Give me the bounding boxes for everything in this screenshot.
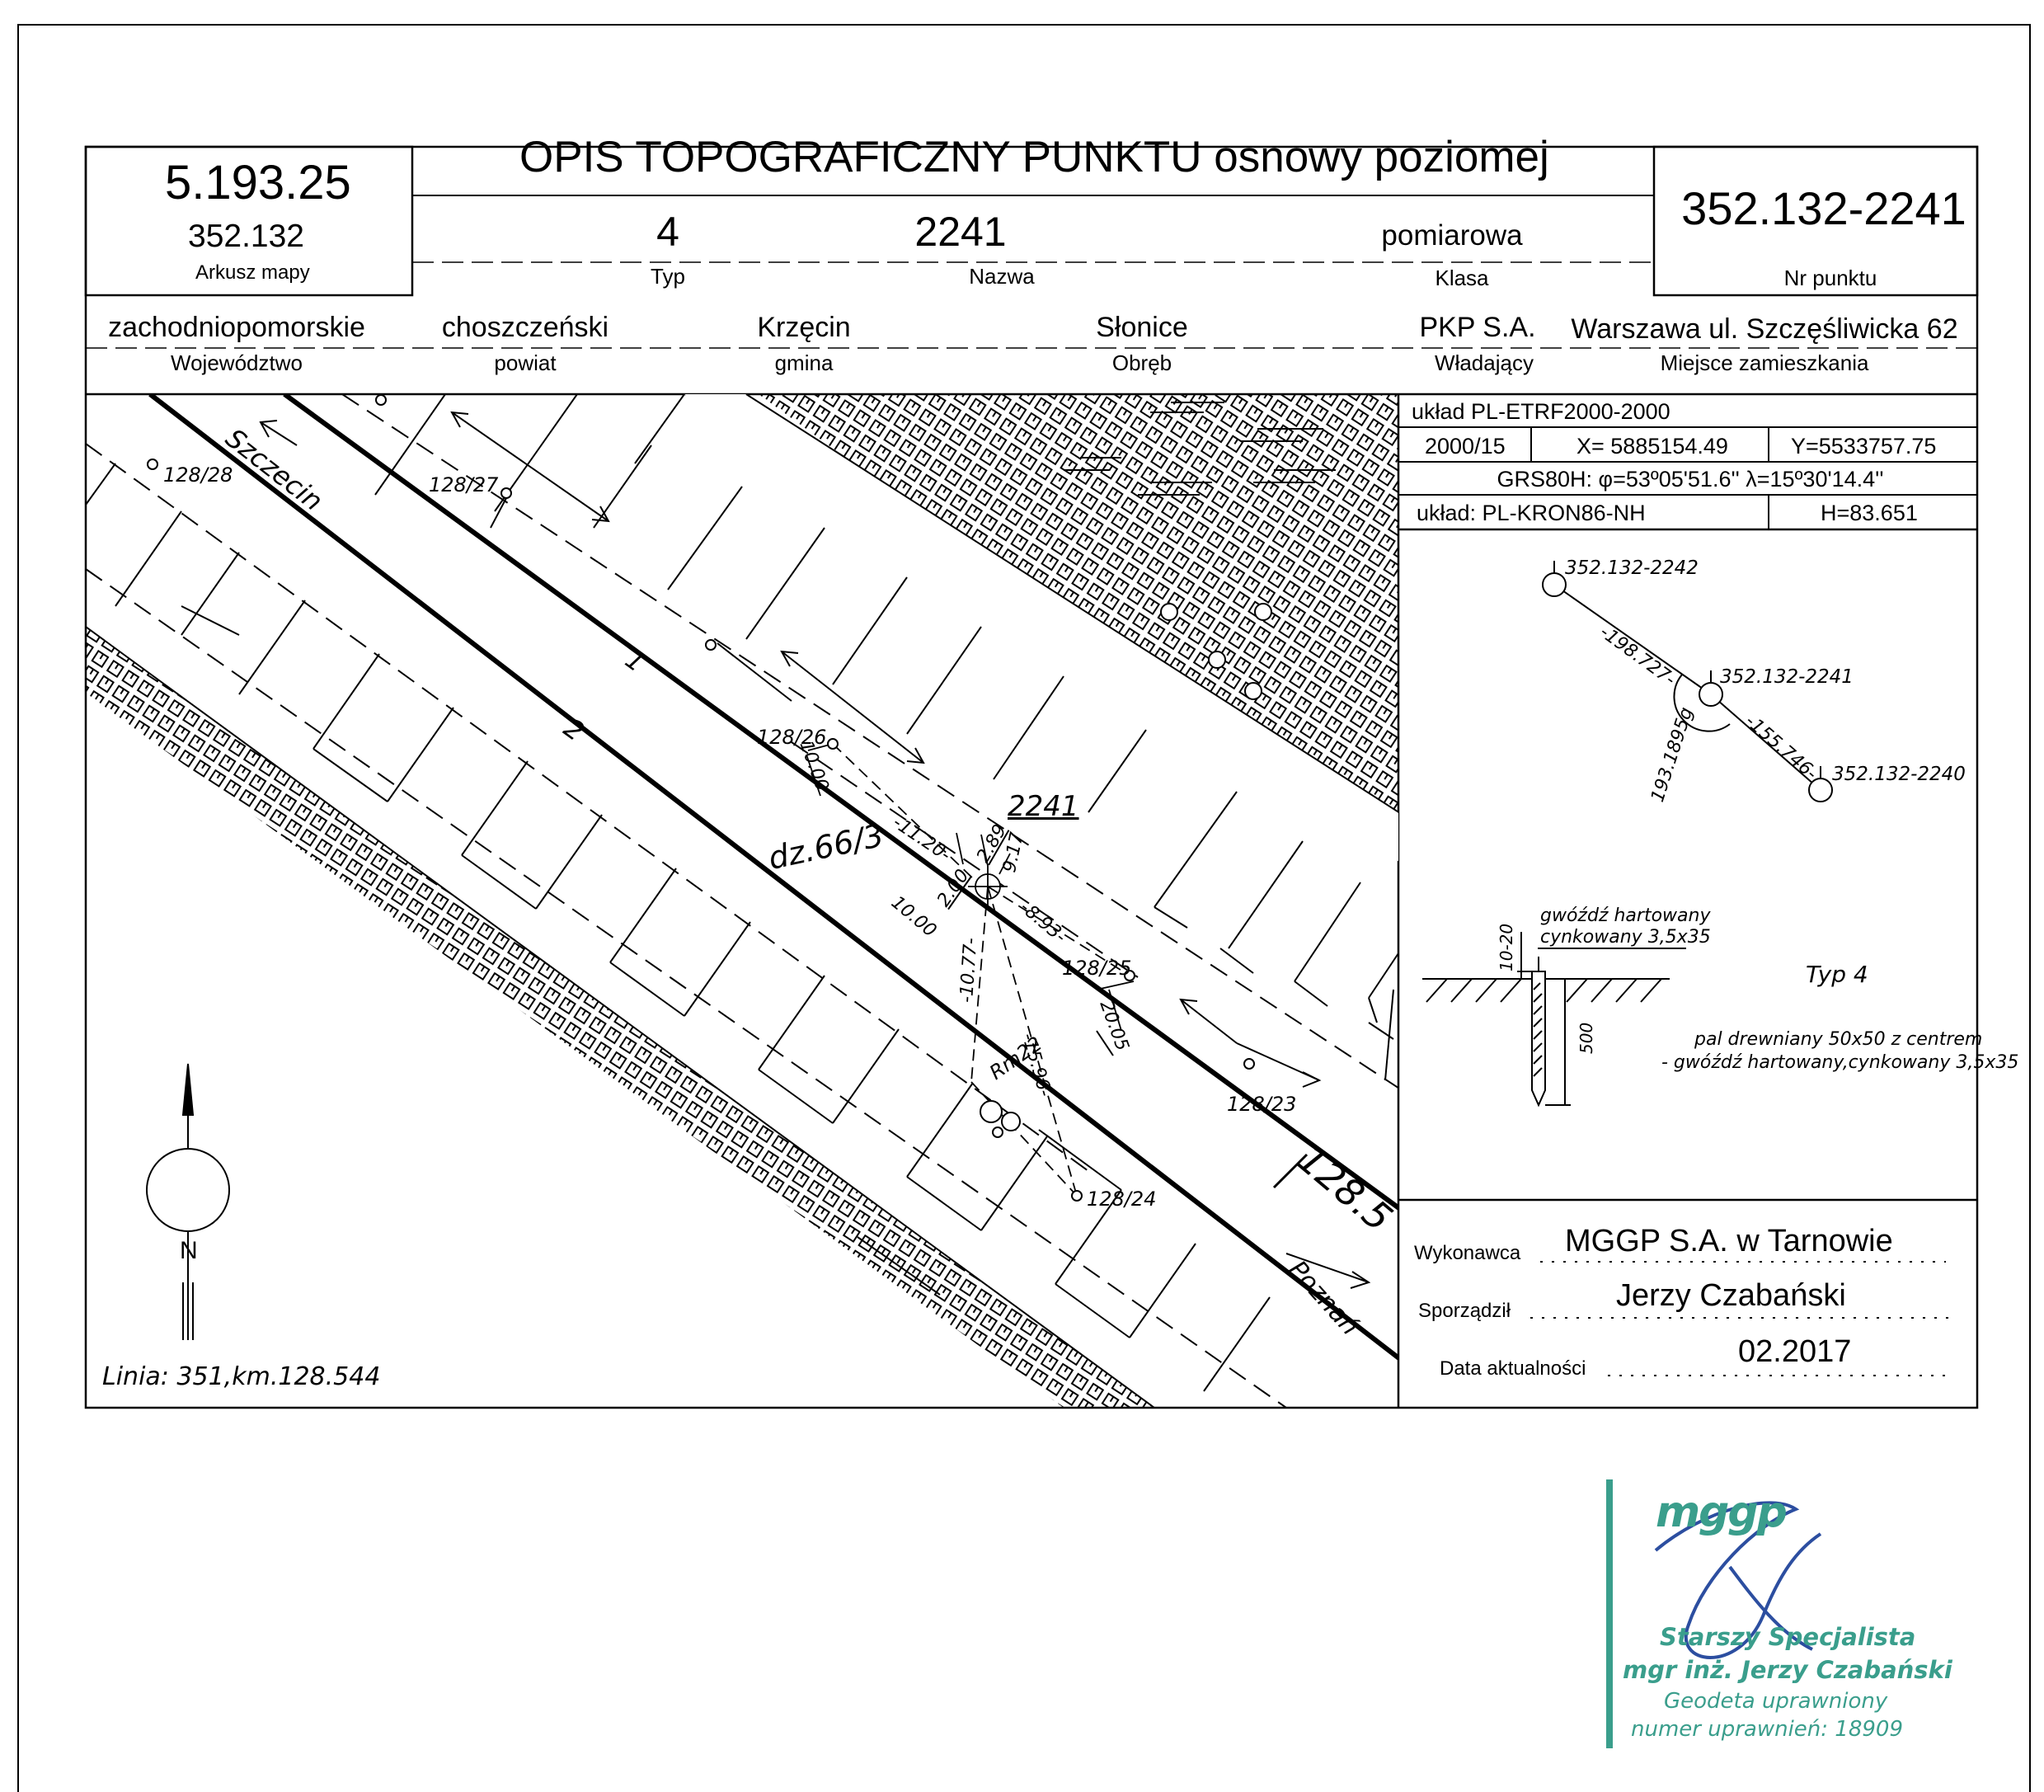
marker-desc-2: - gwóźdź hartowany,cynkowany 3,5x35: [1661, 1052, 2019, 1073]
mark-128-23: 128/23: [1227, 1093, 1297, 1116]
height-value: H=83.651: [1821, 501, 1918, 525]
point-number-label: Nr punktu: [1783, 266, 1877, 290]
type-value: 4: [656, 209, 679, 255]
stamp: mggp Starszy Specjalista mgr inż. Jerzy …: [1606, 1476, 1952, 1757]
residence-label: Miejsce zamieszkania: [1660, 350, 1869, 375]
height-system: układ: PL-KRON86-NH: [1417, 501, 1646, 525]
mark-128-28: 128/28: [163, 463, 233, 487]
contractor-value: MGGP S.A. w Tarnowie: [1565, 1224, 1893, 1258]
marker-sketch: [1422, 932, 1686, 1108]
residence-value: Warszawa ul. Szczęśliwicka 62: [1571, 313, 1958, 345]
signature-icon: [1606, 1479, 1822, 1748]
stamp-line-1: Starszy Specjalista: [1660, 1623, 1916, 1651]
owner-label: Władający: [1435, 350, 1534, 375]
coord-system: układ PL-ETRF2000-2000: [1412, 399, 1670, 424]
commune-value: Krzęcin: [757, 312, 851, 343]
network-sketch: [1542, 561, 1833, 802]
point-number: 352.132-2241: [1681, 182, 1966, 234]
date-value: 02.2017: [1738, 1334, 1852, 1369]
precinct-value: Słonice: [1096, 312, 1188, 343]
type-label: Typ: [651, 264, 685, 289]
owner-value: PKP S.A.: [1419, 312, 1536, 343]
nail-label-2: cynkowany 3,5x35: [1540, 927, 1711, 948]
line-info: Linia: 351,km.128.544: [102, 1362, 381, 1391]
date-label: Data aktualności: [1440, 1357, 1586, 1380]
stamp-logo: mggp: [1656, 1488, 1788, 1537]
commune-label: gmina: [774, 350, 834, 375]
contractor-label: Wykonawca: [1414, 1242, 1521, 1264]
map-lines: [86, 394, 1398, 1408]
stamp-line-4: numer uprawnień: 18909: [1631, 1717, 1904, 1742]
stamp-line-2: mgr inż. Jerzy Czabański: [1623, 1656, 1952, 1684]
voivodeship-value: zachodniopomorskie: [108, 312, 365, 343]
north-arrow: [146, 1063, 230, 1340]
mark-128-26: 128/26: [757, 726, 827, 749]
sheet-label: Arkusz mapy: [195, 261, 310, 284]
net-point-2240: 352.132-2240: [1832, 764, 1966, 785]
county-label: powiat: [494, 350, 557, 375]
class-label: Klasa: [1435, 266, 1489, 290]
mark-128-27: 128/27: [429, 473, 499, 496]
sheet-main-number: 5.193.25: [165, 156, 351, 209]
main-table-border: [84, 145, 1979, 1409]
net-point-2242: 352.132-2242: [1565, 557, 1699, 579]
net-point-2241: 352.132-2241: [1720, 666, 1854, 688]
depth-top: 10-20: [1497, 923, 1516, 971]
county-value: choszczeński: [441, 312, 609, 343]
sheet-sub-number: 352.132: [188, 219, 304, 254]
north-n-label: N: [180, 1237, 198, 1264]
class-value: pomiarowa: [1381, 219, 1523, 252]
coord-zone: 2000/15: [1425, 434, 1506, 459]
point-label: 2241: [1008, 790, 1079, 823]
coord-grs: GRS80H: φ=53º05'51.6'' λ=15º30'14.4'': [1497, 467, 1884, 492]
mark-128-24: 128/24: [1087, 1188, 1157, 1211]
marker-desc-1: pal drewniany 50x50 z centrem: [1694, 1029, 1983, 1050]
voivodeship-label: Województwo: [171, 350, 303, 375]
name-value: 2241: [914, 209, 1007, 255]
author-label: Sporządził: [1418, 1300, 1511, 1322]
name-label: Nazwa: [969, 264, 1035, 289]
depth-value: 500: [1576, 1022, 1596, 1054]
page-title: OPIS TOPOGRAFICZNY PUNKTU osnowy poziome…: [519, 133, 1549, 181]
coord-y: Y=5533757.75: [1791, 434, 1937, 459]
coord-x: X= 5885154.49: [1576, 434, 1728, 459]
author-value: Jerzy Czabański: [1616, 1278, 1846, 1313]
mark-128-25: 128/25: [1062, 957, 1132, 980]
nail-label-1: gwóźdź hartowany: [1540, 905, 1711, 926]
marker-type: Typ 4: [1806, 961, 1868, 988]
stamp-line-3: Geodeta uprawniony: [1664, 1689, 1888, 1714]
precinct-label: Obręb: [1111, 350, 1172, 375]
